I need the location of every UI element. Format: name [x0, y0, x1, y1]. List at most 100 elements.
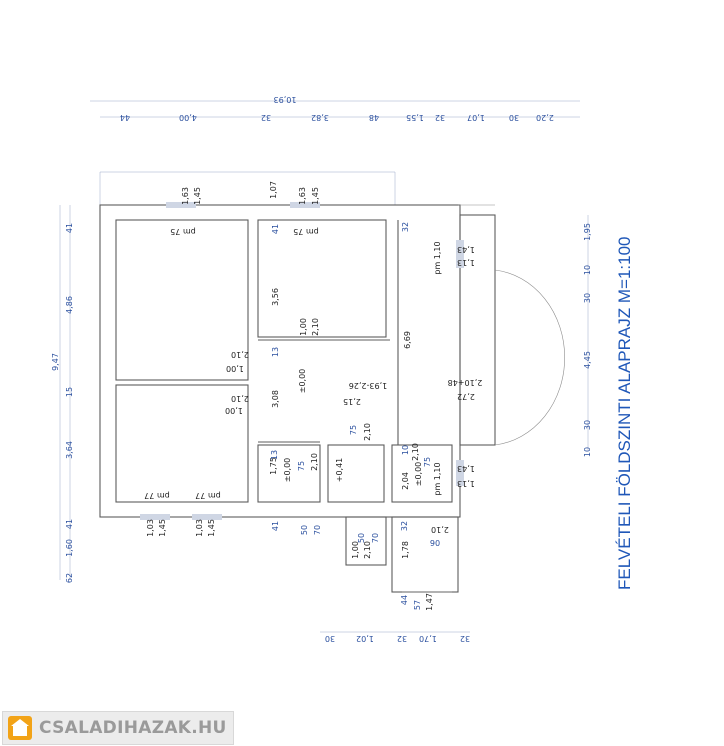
inner-dimension-58: 70	[371, 533, 380, 543]
inner-dimension-26: 3,08	[271, 390, 280, 408]
bottom-dimension-4: 32	[460, 634, 470, 643]
inner-dimension-24: 2,10	[231, 394, 249, 403]
left-dimension-2: 15	[65, 387, 74, 397]
inner-dimension-16: 13	[271, 347, 280, 357]
inner-dimension-7: 41	[271, 224, 280, 234]
inner-dimension-29: 10	[401, 445, 410, 455]
inner-dimension-57: 50	[357, 533, 366, 543]
top-dimension-6: 32	[435, 113, 445, 122]
top-total-dimension: 10,93	[274, 95, 297, 104]
top-dimension-3: 3,82	[311, 113, 329, 122]
inner-dimension-32: 1,75	[269, 457, 278, 475]
inner-dimension-17: 2,10	[231, 350, 249, 359]
left-dimension-0: 41	[65, 223, 74, 233]
inner-dimension-51: 70	[313, 525, 322, 535]
inner-dimension-35: 2,10	[310, 453, 319, 471]
inner-dimension-28: 2,10	[363, 423, 372, 441]
inner-dimension-48: 1,45	[207, 519, 216, 537]
inner-dimension-14: 1,00	[299, 318, 308, 336]
top-dimension-4: 48	[369, 113, 379, 122]
openings	[140, 202, 464, 520]
left-dimension-3: 3,64	[65, 441, 74, 459]
inner-dimension-27: 75	[349, 425, 358, 435]
inner-dimension-13: 6,69	[403, 331, 412, 349]
inner-dimension-10: 1,43	[457, 245, 475, 254]
top-dimension-9: 2,20	[536, 113, 554, 122]
left-total-dimension: 9,47	[51, 353, 60, 371]
dimension-lines	[59, 100, 589, 633]
inner-dimension-8: 32	[401, 222, 410, 232]
inner-dimension-41: 1,43	[457, 464, 475, 473]
inner-dimension-6: pm 75	[293, 227, 319, 236]
dimension-chain-labels: 10,93 44 4,00 32 3,82 48 1,55 32 1,07 30 2,20 41 4,8…	[51, 95, 592, 643]
right-dimension-0: 1,95	[583, 223, 592, 241]
inner-dimension-50: 50	[300, 525, 309, 535]
left-dimension-4: 41	[65, 519, 74, 529]
top-dimension-2: 32	[261, 113, 271, 122]
inner-dimension-33: 13	[270, 450, 279, 460]
inner-dimension-56: 2,10	[363, 541, 372, 559]
bottom-dimension-3: 1,70	[419, 634, 437, 643]
inner-dimension-36: ±0,00	[283, 458, 292, 483]
top-dimension-1: 4,00	[179, 113, 197, 122]
inner-dimension-40: pm 1,10	[433, 462, 442, 495]
house-icon	[8, 716, 32, 740]
inner-dimension-4: 1,45	[311, 187, 320, 205]
inner-dimension-19: ±0,00	[298, 369, 307, 394]
right-dimension-2: 30	[583, 293, 592, 303]
inner-dimension-3: 1,63	[298, 187, 307, 205]
inner-dimension-60: 44	[400, 595, 409, 605]
inner-dimension-34: 75	[297, 461, 306, 471]
left-dimension-1: 4,86	[65, 296, 74, 314]
right-dimension-4: 30	[583, 420, 592, 430]
left-dimension-6: 62	[65, 573, 74, 583]
inner-dimension-39: ±0,00	[414, 462, 423, 487]
bottom-dimension-1: 1,02	[356, 634, 374, 643]
inner-dimension-15: 2,10	[311, 318, 320, 336]
inner-dimension-20: 2,10+48	[448, 378, 483, 387]
inner-dimension-52: 32	[400, 521, 409, 531]
top-dimension-7: 1,07	[467, 113, 485, 122]
left-dimension-5: 1,60	[65, 539, 74, 557]
bottom-dimension-2: 32	[397, 634, 407, 643]
inner-dimension-55: 1,00	[351, 541, 360, 559]
inner-dimension-1: 1,45	[193, 187, 202, 205]
inner-dimension-49: 41	[271, 521, 280, 531]
inner-dimension-11: 1,13	[457, 258, 475, 267]
inner-dimension-45: 1,03	[146, 519, 155, 537]
watermark-logo: CSALADIHAZAK.HU	[2, 711, 234, 745]
inner-dimension-59: 1,78	[401, 541, 410, 559]
inner-dimension-38: 2,04	[401, 472, 410, 490]
inner-dimension-44: pm 77	[195, 491, 221, 500]
watermark-text: CSALADIHAZAK.HU	[39, 718, 227, 738]
inner-dimension-54: 06	[430, 538, 440, 547]
walls	[99, 204, 565, 593]
top-dimension-0: 44	[120, 113, 130, 122]
inner-dimension-46: 1,45	[158, 519, 167, 537]
inner-dimension-2: 1,07	[269, 181, 278, 199]
inner-dimension-43: pm 77	[144, 491, 170, 500]
inner-dimension-53: 2,10	[431, 525, 449, 534]
inner-dimension-61: 57	[413, 600, 422, 610]
bottom-dimension-0: 30	[325, 634, 335, 643]
right-dimension-5: 10	[583, 447, 592, 457]
right-dimension-1: 10	[583, 265, 592, 275]
inner-dimension-18: 1,00	[226, 364, 244, 373]
inner-dimension-23: 2,15	[343, 397, 361, 406]
top-dimension-5: 1,55	[406, 113, 424, 122]
inner-dimension-5: pm 75	[170, 227, 196, 236]
inner-dimension-21: 2,72	[457, 392, 475, 401]
inner-dimension-47: 1,03	[195, 519, 204, 537]
inner-dimension-31: 2,10	[411, 443, 420, 461]
inner-dimension-9: pm 1,10	[433, 241, 442, 274]
drawing-title: FELVÉTELI FÖLDSZINTI ALAPRAJZ M=1:100	[615, 237, 634, 591]
inner-dimension-42: 1,13	[457, 479, 475, 488]
inner-dimension-30: 75	[423, 457, 432, 467]
inner-dimension-25: 1,00	[225, 406, 243, 415]
inner-dimension-22: 1,93-2,26	[349, 381, 388, 390]
inner-dimension-0: 1,63	[181, 187, 190, 205]
inner-dimension-12: 3,56	[271, 288, 280, 306]
right-dimension-3: 4,45	[583, 351, 592, 369]
